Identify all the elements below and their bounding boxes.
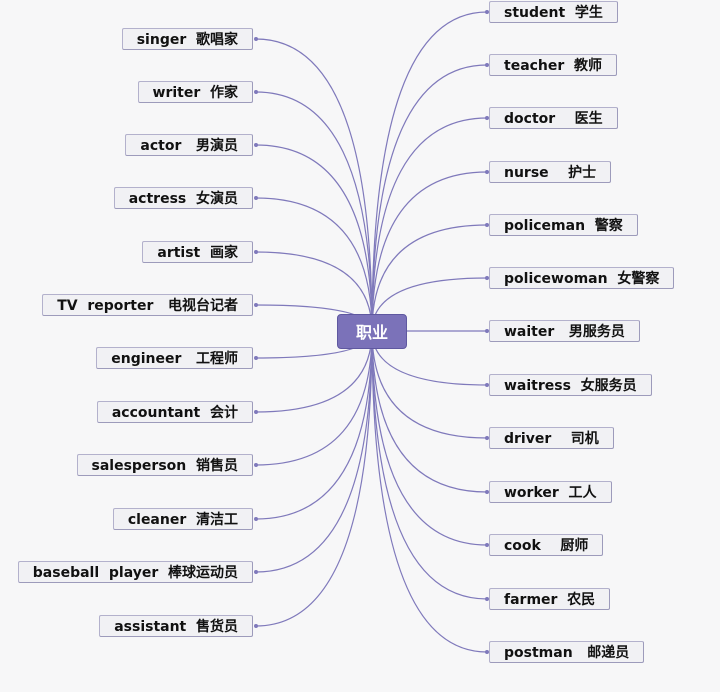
connector-line [255, 330, 373, 627]
connector-dot [254, 410, 258, 414]
connector-line [371, 171, 488, 332]
connector-line [371, 330, 488, 653]
connector-dot [485, 490, 489, 494]
topic-node-right[interactable]: policewoman 女警察 [489, 267, 675, 289]
connector-line [371, 224, 488, 332]
connector-dot [485, 597, 489, 601]
connector-dot [485, 63, 489, 67]
connector-dot [254, 250, 258, 254]
topic-node-left[interactable]: salesperson 销售员 [76, 454, 253, 476]
connector-line [371, 11, 488, 332]
connector-dot [254, 517, 258, 521]
connector-dot [254, 196, 258, 200]
connector-dot [254, 570, 258, 574]
topic-node-right[interactable]: worker 工人 [489, 481, 612, 503]
connector-dot [254, 624, 258, 628]
connector-dot [485, 436, 489, 440]
topic-node-right[interactable]: doctor 医生 [489, 107, 618, 129]
connector-line [255, 38, 373, 332]
connector-line [255, 330, 373, 413]
connector-dot [254, 143, 258, 147]
topic-node-left[interactable]: engineer 工程师 [96, 347, 253, 369]
connector-line [255, 251, 373, 332]
connector-line [371, 330, 488, 546]
topic-node-left[interactable]: actress 女演员 [113, 187, 253, 209]
connector-line [371, 330, 488, 439]
connector-line [371, 64, 488, 332]
topic-node-right[interactable]: cook 厨师 [489, 534, 604, 556]
topic-node-left[interactable]: writer 作家 [137, 81, 253, 103]
connector-line [255, 197, 373, 332]
topic-node-left[interactable]: assistant 售货员 [99, 615, 253, 637]
connector-line [371, 117, 488, 332]
connector-line [255, 330, 373, 466]
connector-dot [254, 90, 258, 94]
topic-node-left[interactable]: baseball player 棒球运动员 [17, 561, 253, 583]
connector-line [371, 330, 488, 493]
topic-node-left[interactable]: cleaner 清洁工 [112, 508, 253, 530]
topic-node-right[interactable]: policeman 警察 [489, 214, 638, 236]
connector-dot [485, 383, 489, 387]
connector-dot [254, 463, 258, 467]
connector-dot [254, 37, 258, 41]
topic-node-left[interactable]: accountant 会计 [96, 401, 253, 423]
topic-node-right[interactable]: postman 邮递员 [489, 641, 645, 663]
topic-node-left[interactable]: TV reporter 电视台记者 [42, 294, 253, 316]
connector-line [255, 91, 373, 332]
connector-dot [485, 10, 489, 14]
connector-dot [485, 543, 489, 547]
topic-node-right[interactable]: nurse 护士 [489, 161, 612, 183]
connector-dot [485, 329, 489, 333]
connector-dot [254, 303, 258, 307]
topic-node-left[interactable]: singer 歌唱家 [121, 28, 253, 50]
connector-dot [485, 223, 489, 227]
connector-dot [254, 356, 258, 360]
topic-node-right[interactable]: farmer 农民 [489, 588, 611, 610]
connector-line [255, 330, 373, 573]
topic-node-right[interactable]: student 学生 [489, 1, 618, 23]
central-topic[interactable]: 职业 [337, 314, 407, 349]
connector-dot [485, 116, 489, 120]
topic-node-right[interactable]: teacher 教师 [489, 54, 618, 76]
topic-node-right[interactable]: waitress 女服务员 [489, 374, 652, 396]
topic-node-right[interactable]: driver 司机 [489, 427, 614, 449]
connector-line [371, 330, 488, 600]
topic-node-right[interactable]: waiter 男服务员 [489, 320, 640, 342]
topic-node-left[interactable]: actor 男演员 [125, 134, 253, 156]
connector-dot [485, 650, 489, 654]
connector-line [255, 144, 373, 332]
connector-line [255, 330, 373, 520]
connector-dot [485, 276, 489, 280]
connector-dot [485, 170, 489, 174]
topic-node-left[interactable]: artist 画家 [142, 241, 253, 263]
